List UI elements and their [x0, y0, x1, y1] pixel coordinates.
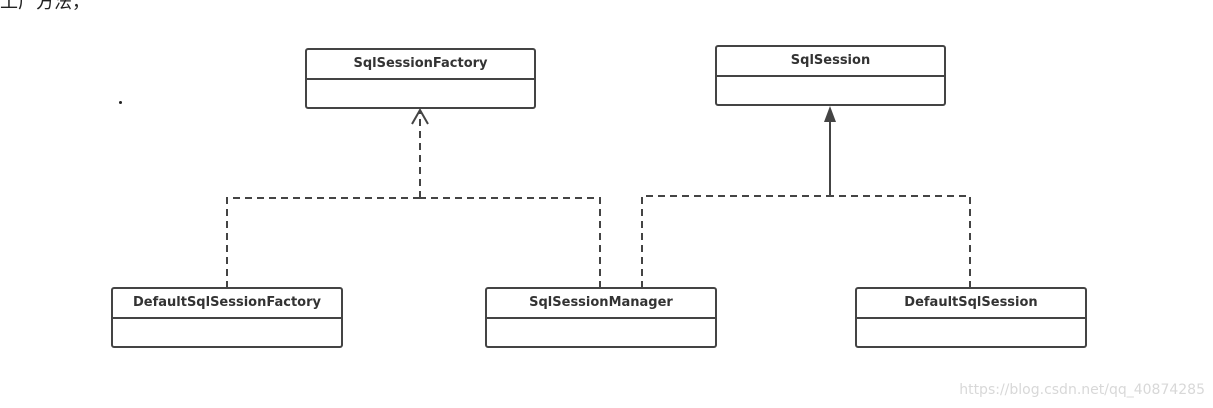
class-box-sqlsession: SqlSession: [715, 45, 946, 106]
class-box-sqlsessionfactory: SqlSessionFactory: [305, 48, 536, 109]
class-box-defaultsqlsessionfactory: DefaultSqlSessionFactory: [111, 287, 343, 348]
class-body-defaultsqlsessionfactory: [113, 319, 341, 345]
realization-to-sqlsession: [641, 195, 971, 288]
dashed-line-sqlsessionmanager-to-session: [641, 195, 830, 288]
class-body-sqlsessionfactory: [307, 80, 534, 106]
stray-dot: [119, 101, 122, 104]
clipped-heading-text: 工厂方法，: [0, 0, 90, 13]
dashed-line-sqlsessionmanager-to-factory: [420, 197, 601, 288]
class-box-sqlsessionmanager: SqlSessionManager: [485, 287, 717, 348]
class-name-sqlsession: SqlSession: [717, 47, 944, 77]
class-body-sqlsessionmanager: [487, 319, 715, 345]
class-name-defaultsqlsession: DefaultSqlSession: [857, 289, 1085, 319]
dashed-line-defaultsqlsessionfactory: [226, 197, 420, 288]
class-name-sqlsessionfactory: SqlSessionFactory: [307, 50, 534, 80]
class-name-sqlsessionmanager: SqlSessionManager: [487, 289, 715, 319]
dashed-line-defaultsqlsession: [830, 195, 971, 288]
class-box-defaultsqlsession: DefaultSqlSession: [855, 287, 1087, 348]
open-arrowhead-sqlsessionfactory: [411, 107, 429, 125]
class-body-sqlsession: [717, 77, 944, 103]
class-body-defaultsqlsession: [857, 319, 1085, 345]
realization-to-sqlsessionfactory: [226, 112, 601, 288]
filled-arrowhead-sqlsession: [824, 106, 836, 122]
class-name-defaultsqlsessionfactory: DefaultSqlSessionFactory: [113, 289, 341, 319]
watermark-url: https://blog.csdn.net/qq_40874285: [959, 382, 1205, 398]
